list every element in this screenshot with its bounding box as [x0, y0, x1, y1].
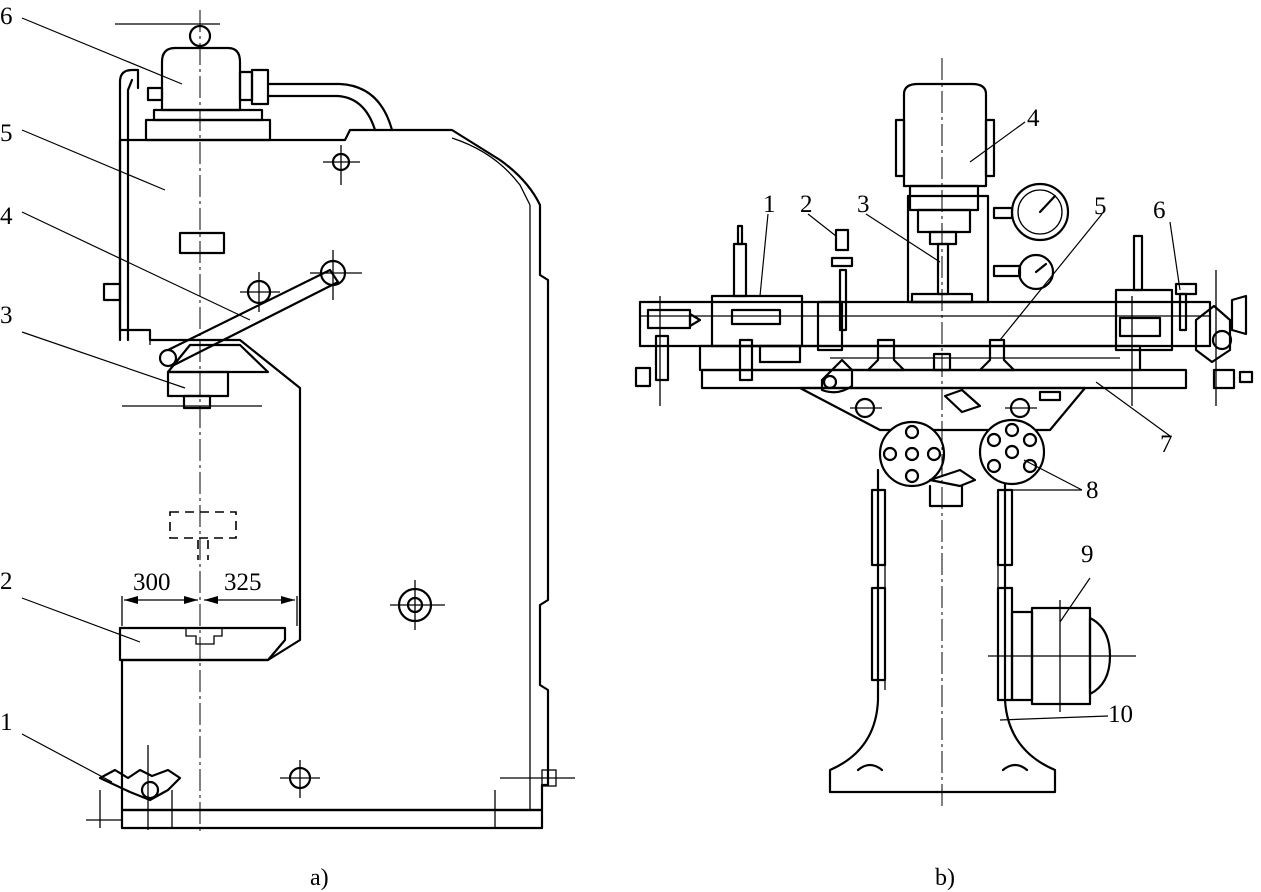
- view-a-label-4: 4: [0, 203, 13, 230]
- view-b-label-10: 10: [1108, 701, 1133, 728]
- view-a-label-1: 1: [0, 709, 13, 736]
- view-b-label-4: 4: [1027, 105, 1040, 132]
- view-b-label-9: 9: [1081, 541, 1094, 568]
- caption-b: b): [935, 865, 955, 891]
- view-b-label-8: 8: [1086, 477, 1099, 504]
- view-a-label-5: 5: [0, 120, 13, 147]
- view-b-label-3: 3: [857, 191, 870, 218]
- view-b-label-1: 1: [763, 191, 776, 218]
- dimension-325: 325: [224, 569, 262, 596]
- view-a-label-3: 3: [0, 302, 13, 329]
- view-b-label-2: 2: [800, 191, 813, 218]
- view-b-drawing: [634, 58, 1254, 810]
- view-a-label-2: 2: [0, 568, 13, 595]
- view-a-label-6: 6: [0, 3, 13, 30]
- view-b-label-7: 7: [1160, 431, 1173, 458]
- dimension-300: 300: [133, 569, 171, 596]
- view-b-label-6: 6: [1153, 197, 1166, 224]
- view-b-label-5: 5: [1094, 193, 1107, 220]
- caption-a: a): [310, 865, 329, 891]
- view-a-drawing: [21, 10, 575, 835]
